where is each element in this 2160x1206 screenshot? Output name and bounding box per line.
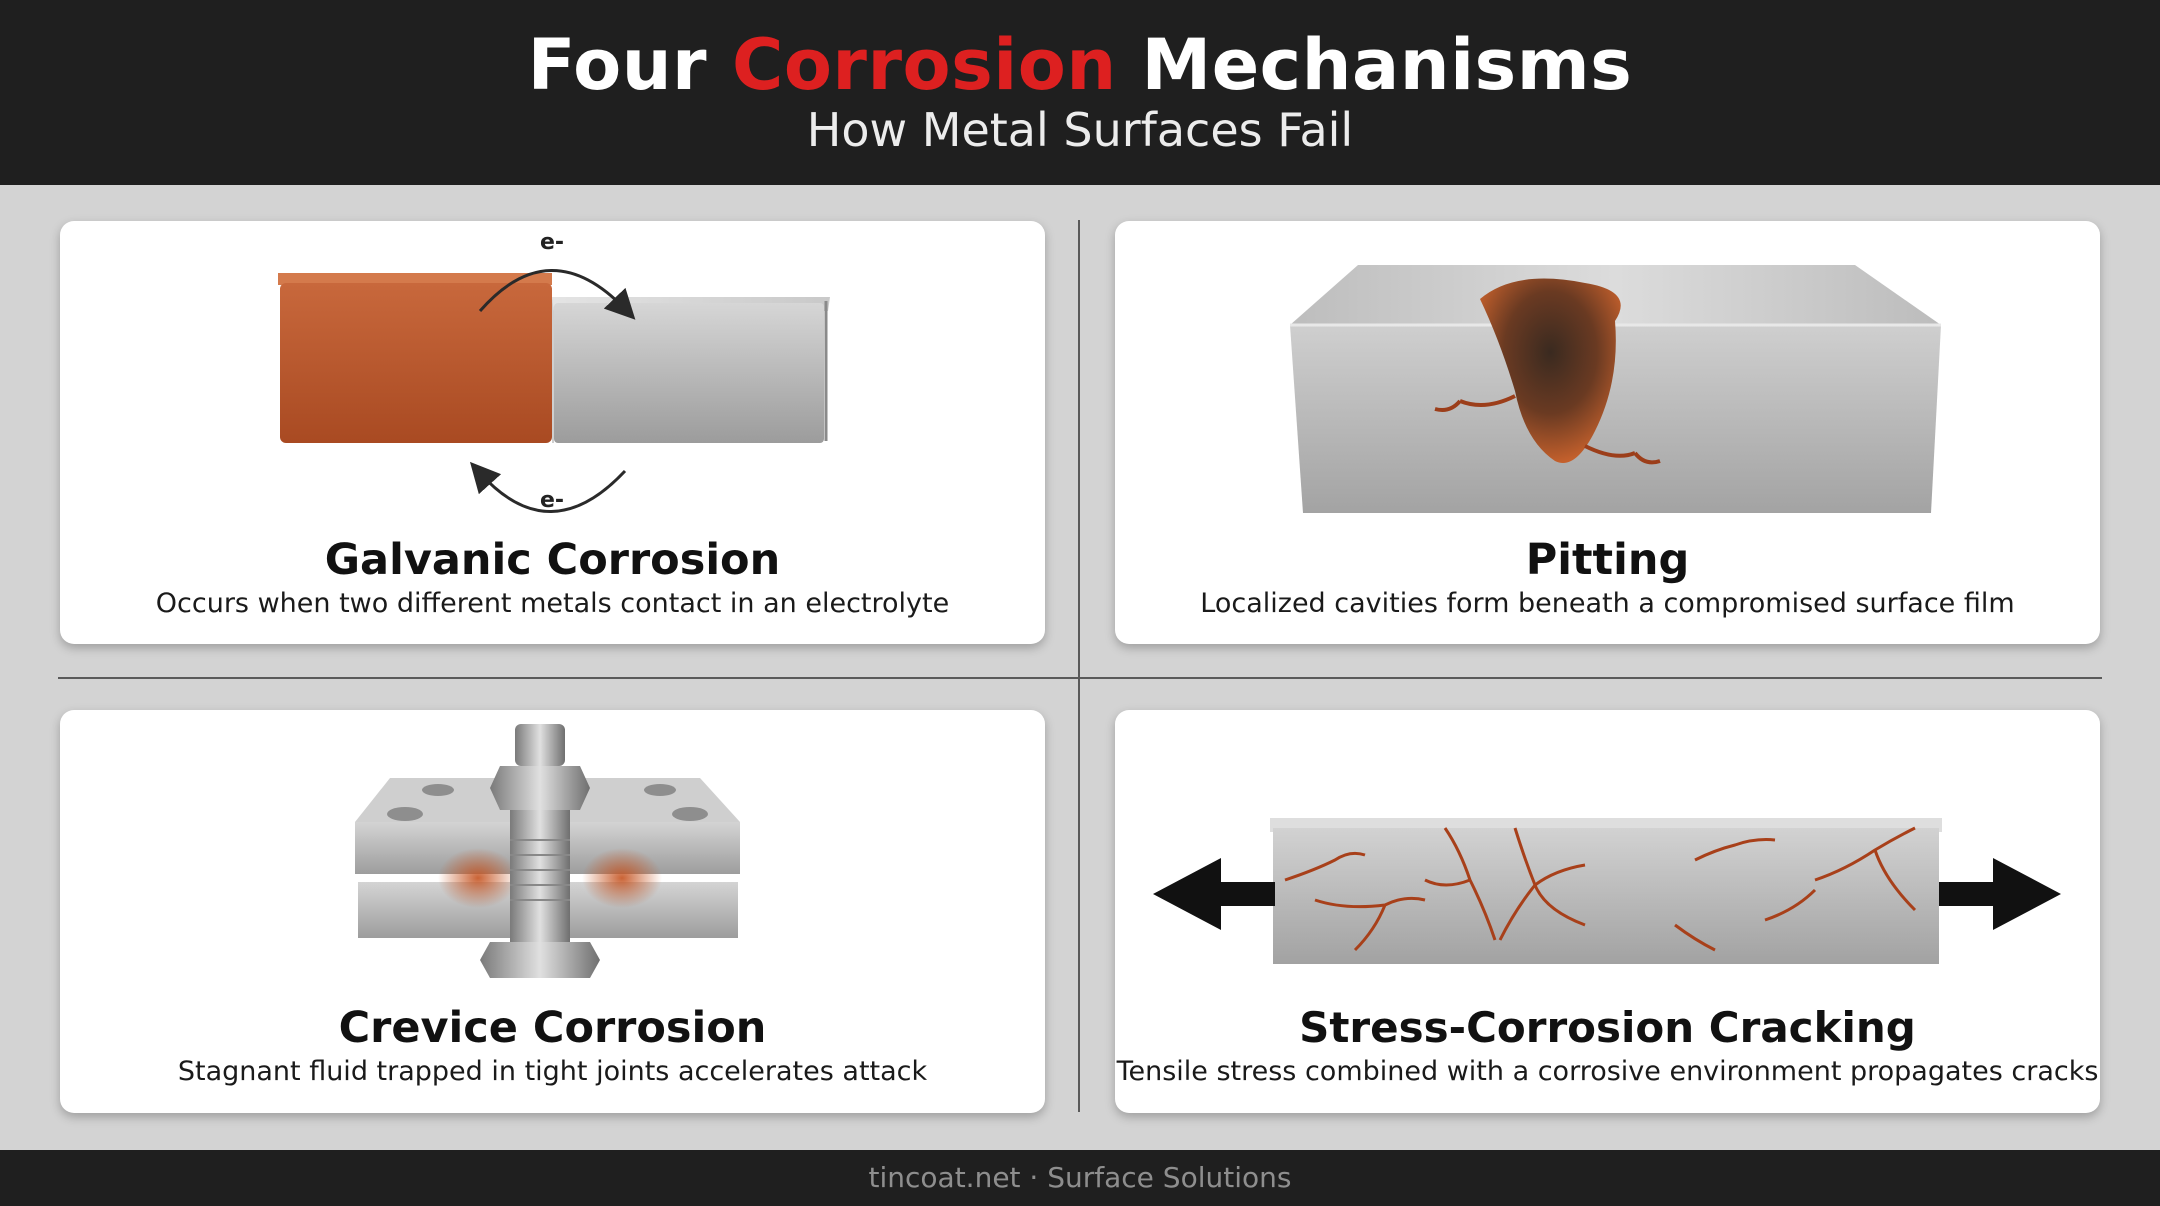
page-subtitle: How Metal Surfaces Fail: [806, 103, 1354, 157]
electron-arrow-top: [478, 269, 636, 320]
rust-spot-left: [438, 848, 518, 908]
card-pitting: Pitting Localized cavities form beneath …: [1115, 221, 2100, 644]
electron-arrow-bottom: [469, 461, 627, 513]
electron-label-bottom: e-: [540, 488, 564, 513]
card-crevice-corrosion: Crevice Corrosion Stagnant fluid trapped…: [60, 710, 1045, 1113]
footer-text: tincoat.net · Surface Solutions: [868, 1161, 1292, 1194]
pitting-illustration: [1290, 265, 1941, 513]
tension-arrow-right-icon: [1939, 858, 2061, 930]
horizontal-divider: [58, 677, 2102, 679]
card-description: Tensile stress combined with a corrosive…: [1116, 1056, 2099, 1087]
card-description: Occurs when two different metals contact…: [155, 588, 950, 619]
electron-label-top: e-: [540, 230, 564, 255]
bolt: [480, 724, 600, 978]
crevice-illustration: [355, 724, 740, 978]
card-galvanic-corrosion: e- e- Galvanic Corrosion Occurs when two…: [60, 221, 1045, 644]
title-word-corrosion: Corrosion: [731, 24, 1117, 106]
title-word-mechanisms: Mechanisms: [1141, 24, 1633, 106]
card-stress-corrosion-cracking: Stress-Corrosion Cracking Tensile stress…: [1115, 710, 2100, 1113]
stressed-bar: [1270, 818, 1942, 964]
card-description: Stagnant fluid trapped in tight joints a…: [177, 1056, 928, 1087]
steel-block: [552, 297, 830, 443]
card-description: Localized cavities form beneath a compro…: [1200, 588, 2015, 619]
card-title: Crevice Corrosion: [338, 1003, 767, 1053]
copper-block: [278, 273, 552, 443]
rust-spot-right: [582, 848, 662, 908]
vertical-divider: [1078, 220, 1080, 1112]
card-title: Stress-Corrosion Cracking: [1299, 1003, 1916, 1052]
galvanic-illustration: e- e-: [278, 230, 830, 513]
page-title: Four Corrosion Mechanisms: [0, 22, 2160, 108]
card-title: Galvanic Corrosion: [324, 535, 781, 585]
footer-bar: tincoat.net · Surface Solutions: [0, 1150, 2160, 1206]
title-word-four: Four: [527, 24, 708, 106]
pit-cavity: [1434, 278, 1661, 465]
tension-arrow-left-icon: [1153, 858, 1275, 930]
header-banner: Four Corrosion Mechanisms How Metal Surf…: [0, 0, 2160, 185]
crack-network: [1284, 826, 1917, 952]
scc-illustration: [1153, 818, 2061, 964]
card-title: Pitting: [1525, 535, 1690, 585]
tension-arrows: [1153, 858, 2061, 930]
